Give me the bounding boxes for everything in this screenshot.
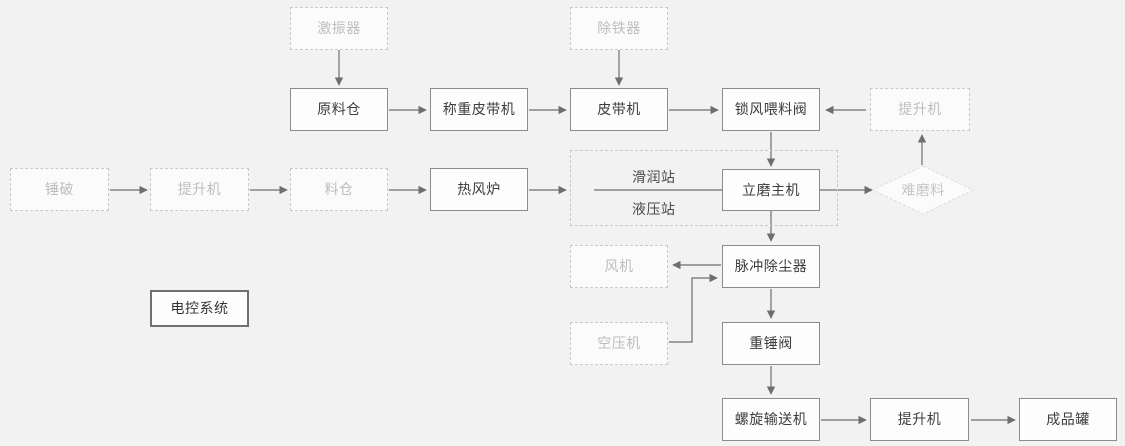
node-weighing-belt-label: 称重皮带机	[442, 101, 516, 118]
node-vertical-mill-main[interactable]: 立磨主机	[722, 169, 820, 211]
node-vibrator[interactable]: 激振器	[290, 7, 388, 50]
node-vertical-mill-main-label: 立磨主机	[742, 181, 800, 198]
node-electrical-control-system[interactable]: 电控系统	[150, 290, 249, 327]
node-pulse-dust-collector-label: 脉冲除尘器	[734, 258, 808, 275]
edge-air-compressor-to-dust-collector	[669, 273, 718, 343]
node-electrical-control-system-label: 电控系统	[170, 300, 229, 317]
node-raw-material-bin[interactable]: 原料仓	[290, 88, 388, 131]
node-product-tank-label: 成品罐	[1046, 411, 1090, 428]
node-elevator-top-label: 提升机	[898, 101, 942, 118]
vertical-mill-group-container	[570, 150, 838, 226]
node-belt-conveyor-label: 皮带机	[597, 101, 641, 118]
node-hard-material[interactable]: 难磨料	[872, 165, 974, 215]
node-air-compressor-label: 空压机	[597, 335, 641, 352]
node-elevator-left[interactable]: 提升机	[150, 168, 249, 211]
node-material-bin[interactable]: 料仓	[290, 168, 388, 211]
node-hot-air-furnace[interactable]: 热风炉	[430, 168, 528, 211]
node-rotary-feeder-valve[interactable]: 锁风喂料阀	[722, 88, 820, 131]
node-screw-conveyor-label: 螺旋输送机	[734, 411, 808, 428]
label-hydraulic-station: 液压站	[632, 201, 676, 217]
node-product-tank[interactable]: 成品罐	[1019, 398, 1117, 441]
label-lubrication-station: 滑润站	[632, 169, 676, 185]
node-elevator-left-label: 提升机	[177, 181, 222, 198]
node-hot-air-furnace-label: 热风炉	[457, 181, 501, 198]
node-material-bin-label: 料仓	[324, 181, 354, 198]
node-fan-label: 风机	[604, 258, 634, 275]
node-raw-material-bin-label: 原料仓	[317, 101, 361, 118]
node-iron-remover-label: 除铁器	[597, 20, 641, 37]
node-rotary-feeder-valve-label: 锁风喂料阀	[734, 101, 808, 118]
node-elevator-bottom-label: 提升机	[897, 411, 942, 428]
node-elevator-top[interactable]: 提升机	[870, 88, 970, 131]
node-weight-valve-label: 重锤阀	[749, 335, 793, 352]
node-pulse-dust-collector[interactable]: 脉冲除尘器	[722, 245, 820, 288]
node-weighing-belt[interactable]: 称重皮带机	[430, 88, 528, 131]
diamond-shape-icon	[872, 165, 974, 215]
node-elevator-bottom[interactable]: 提升机	[870, 398, 969, 441]
node-vibrator-label: 激振器	[317, 20, 361, 37]
node-hammer-crusher-label: 锤破	[45, 181, 74, 198]
node-air-compressor[interactable]: 空压机	[570, 322, 668, 365]
node-hammer-crusher[interactable]: 锤破	[10, 168, 109, 211]
node-hard-material-label: 难磨料	[901, 182, 945, 198]
node-screw-conveyor[interactable]: 螺旋输送机	[722, 398, 820, 441]
node-fan[interactable]: 风机	[570, 245, 668, 288]
node-iron-remover[interactable]: 除铁器	[570, 7, 668, 50]
node-belt-conveyor[interactable]: 皮带机	[570, 88, 668, 131]
node-weight-valve[interactable]: 重锤阀	[722, 322, 820, 365]
